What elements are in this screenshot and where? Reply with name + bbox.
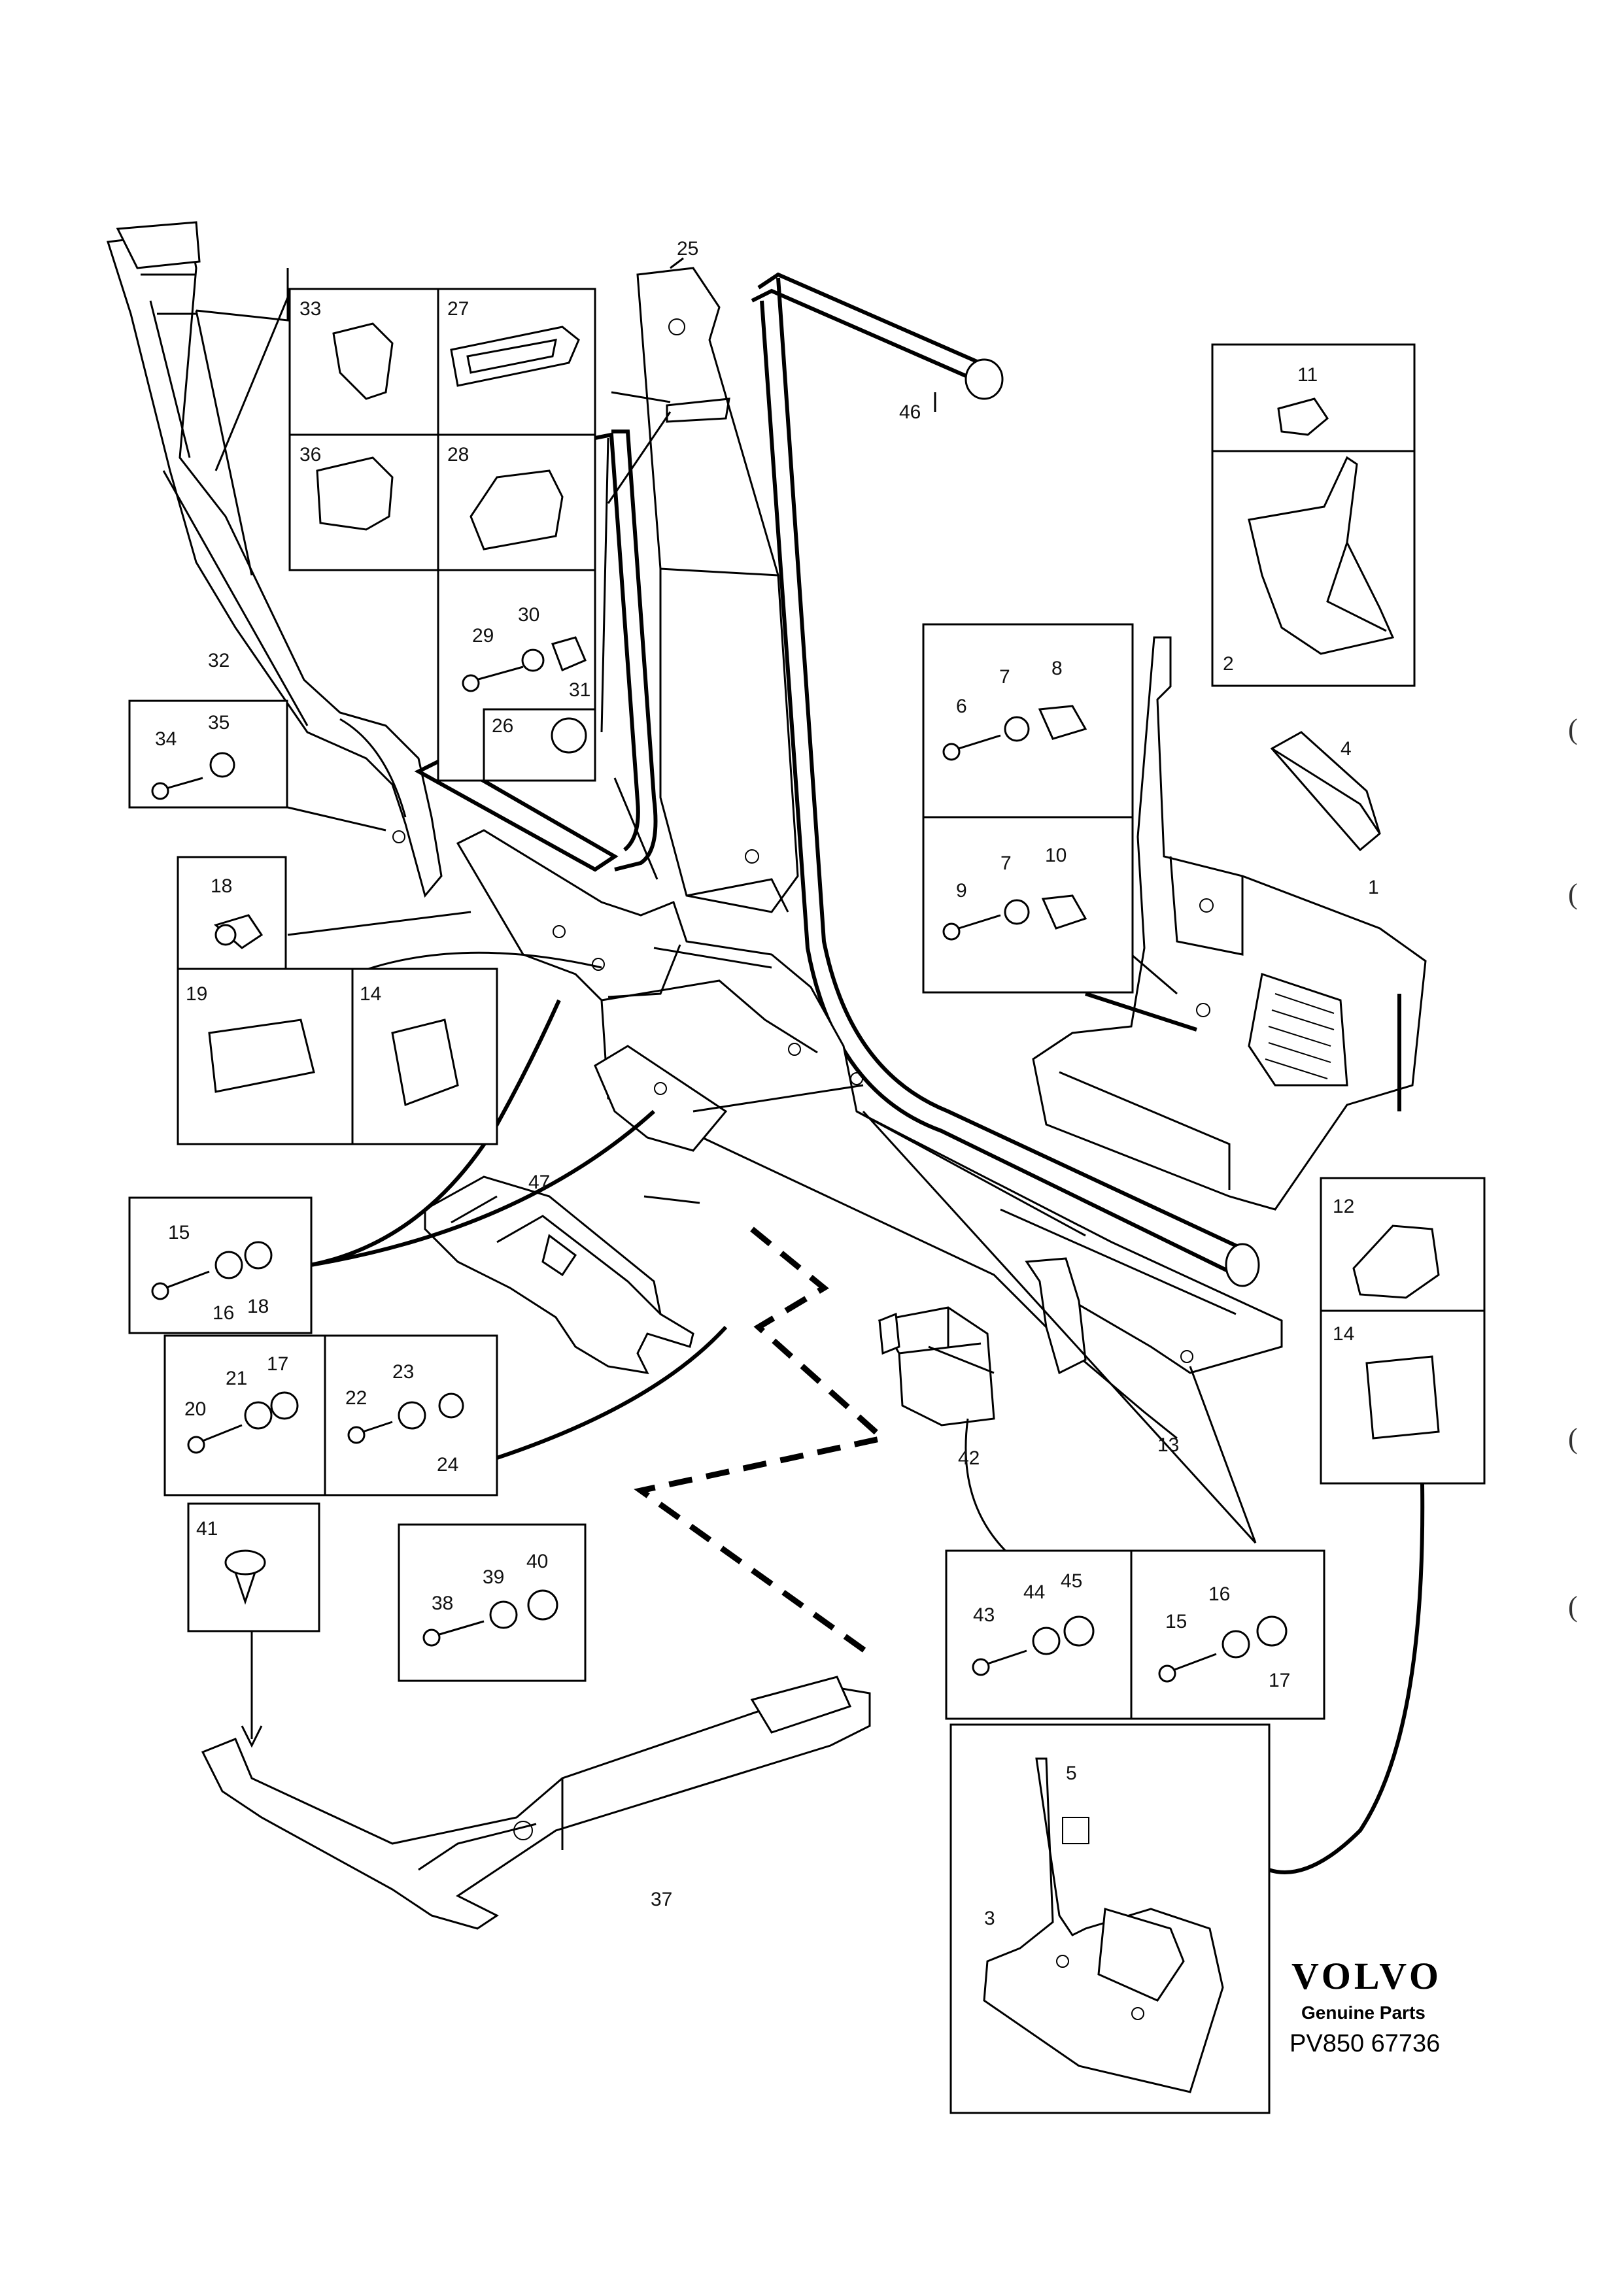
callout-1: 1	[1368, 877, 1379, 898]
box-6-7-8-9-7-10	[922, 623, 1134, 994]
box-41	[187, 1502, 320, 1632]
box-43-44-45-15-16-17	[945, 1549, 1325, 1720]
margin-mark-2: (	[1568, 878, 1578, 910]
callout-23: 23	[392, 1361, 414, 1383]
part-clip-block	[878, 1306, 995, 1427]
callout-16b: 16	[1208, 1583, 1230, 1605]
callout-40: 40	[526, 1551, 548, 1572]
callout-34: 34	[155, 728, 177, 750]
callout-44: 44	[1023, 1581, 1045, 1603]
callout-30: 30	[518, 604, 539, 626]
diagram-code: PV850 67736	[1290, 2030, 1440, 2057]
callout-26: 26	[492, 715, 513, 737]
callout-43: 43	[973, 1604, 995, 1626]
part-rear-sill-trim	[201, 1676, 871, 1930]
callout-42: 42	[958, 1447, 980, 1469]
part-sill-molding	[456, 829, 1283, 1440]
callout-31: 31	[569, 679, 590, 701]
callout-41: 41	[196, 1518, 218, 1540]
callout-15b: 15	[1165, 1611, 1187, 1632]
callout-24: 24	[437, 1454, 458, 1476]
callout-36: 36	[299, 444, 321, 465]
callout-9: 9	[956, 880, 967, 902]
callout-14b: 14	[1333, 1323, 1354, 1345]
leader-lines	[195, 257, 1425, 1874]
box-34-35	[128, 700, 288, 809]
callout-25: 25	[677, 238, 698, 260]
callout-12: 12	[1333, 1196, 1354, 1217]
box-20-21-17-22-23-24	[163, 1334, 498, 1496]
part-a-pillar-trim	[107, 221, 443, 898]
callout-6: 6	[956, 696, 967, 717]
box-19-14	[177, 968, 498, 1145]
part-kick-bracket	[424, 1045, 728, 1374]
margin-mark-4: (	[1568, 1591, 1578, 1623]
box-38-39-40	[398, 1523, 587, 1682]
callout-17b: 17	[1269, 1670, 1290, 1691]
callout-16a: 16	[213, 1302, 234, 1324]
margin-mark-3: (	[1568, 1423, 1578, 1455]
callout-18b: 18	[211, 875, 232, 897]
callout-29: 29	[472, 625, 494, 647]
callout-15a: 15	[168, 1222, 190, 1243]
callout-18a: 18	[247, 1296, 269, 1317]
callout-4: 4	[1341, 738, 1352, 760]
callout-38: 38	[432, 1593, 453, 1614]
callout-32: 32	[208, 650, 230, 671]
part-window-channel	[414, 430, 658, 872]
callout-10: 10	[1045, 845, 1067, 866]
callout-21: 21	[226, 1368, 247, 1389]
callout-11: 11	[1297, 364, 1318, 386]
assembly-dash-lines	[634, 1226, 889, 1657]
margin-marks: ( ( ( (	[1568, 713, 1578, 1623]
callout-45: 45	[1061, 1570, 1082, 1592]
callout-3: 3	[984, 1908, 995, 1929]
callout-5: 5	[1066, 1763, 1077, 1784]
genuine-parts-label: Genuine Parts	[1301, 2002, 1426, 2023]
part-kick-panel	[1032, 636, 1427, 1211]
callout-19: 19	[186, 983, 207, 1005]
callout-28: 28	[447, 444, 469, 465]
volvo-logo: VOLVO	[1291, 1955, 1442, 1997]
part-b-pillar-upper-trim	[636, 267, 799, 913]
box-11-2	[1211, 343, 1416, 687]
callout-27: 27	[447, 298, 469, 320]
box-3-5	[949, 1723, 1271, 2114]
box-12-14	[1320, 1177, 1486, 1485]
callout-47: 47	[528, 1172, 550, 1193]
box-33-27-36-28	[288, 288, 596, 571]
callout-7b: 7	[1000, 853, 1012, 874]
callout-33: 33	[299, 298, 321, 320]
part-pad	[1270, 731, 1381, 852]
callout-13: 13	[1157, 1434, 1179, 1456]
callout-39: 39	[483, 1566, 504, 1588]
callout-17a: 17	[267, 1353, 288, 1375]
box-29-30-31-26	[437, 569, 596, 782]
callout-46: 46	[899, 401, 921, 423]
box-18	[177, 856, 287, 970]
callout-22: 22	[345, 1387, 367, 1409]
callout-2: 2	[1223, 653, 1234, 675]
brand-block: VOLVO Genuine Parts PV850 67736	[1290, 1955, 1442, 2057]
callout-labels: 1 2 3 4 5 6 7 8 9 7 10 11 12 13 14 14 15…	[155, 238, 1379, 1929]
callout-14a: 14	[360, 983, 381, 1005]
part-door-seal	[751, 272, 1260, 1287]
margin-mark-1: (	[1568, 713, 1578, 745]
callout-37: 37	[651, 1889, 672, 1910]
callout-7a: 7	[999, 666, 1010, 688]
box-15-16-18	[128, 1196, 313, 1334]
callout-20: 20	[184, 1398, 206, 1420]
callout-35: 35	[208, 712, 230, 734]
callout-8: 8	[1051, 658, 1063, 679]
